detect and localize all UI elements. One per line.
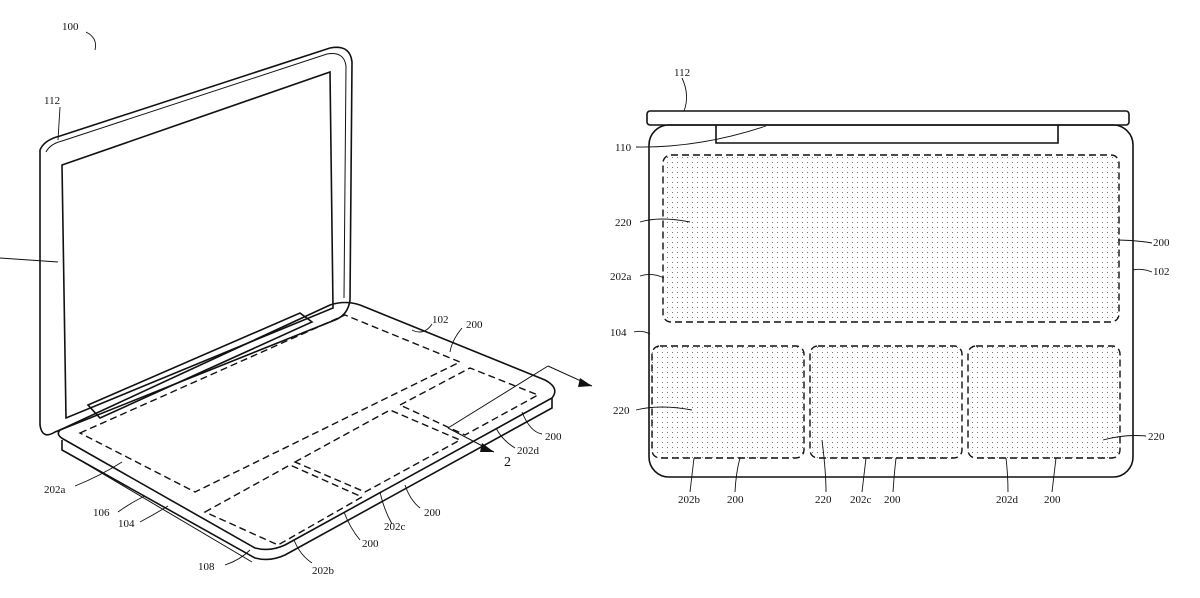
label-220-top: 220 xyxy=(615,217,632,229)
leader-202d-right xyxy=(1005,457,1009,493)
label-200-b: 200 xyxy=(727,494,744,506)
leader-202b-right xyxy=(689,457,695,493)
pattern-fill-top xyxy=(663,155,1119,322)
leader-112-left xyxy=(57,106,61,141)
region-outline-center xyxy=(293,409,462,493)
leader-104 xyxy=(139,505,169,523)
label-200-d: 200 xyxy=(1044,494,1061,506)
region-outline-zone-b xyxy=(651,345,805,459)
label-202c-right: 202c xyxy=(850,494,872,506)
region-outline-right xyxy=(398,367,540,436)
label-112-left: 112 xyxy=(44,95,60,107)
leader-108 xyxy=(224,549,251,566)
leader-202c xyxy=(379,491,393,525)
label-104-left: 104 xyxy=(118,518,135,530)
leader-220-left xyxy=(635,406,693,411)
leader-202b xyxy=(293,539,313,564)
label-202a-right: 202a xyxy=(610,271,632,283)
label-102-left: 102 xyxy=(432,314,449,326)
leader-200-c xyxy=(892,457,897,493)
leader-220-top xyxy=(639,218,691,223)
label-202c-left: 202c xyxy=(384,521,406,533)
display-lid-top-edge xyxy=(646,110,1130,126)
leader-200-bottom xyxy=(343,511,361,541)
label-220-right: 220 xyxy=(1148,431,1165,443)
base-top-surface xyxy=(57,301,556,551)
laptop-top-view: 112 110 220 200 202a 102 104 220 220 202… xyxy=(610,67,1170,506)
label-104-right: 104 xyxy=(610,327,627,339)
label-106: 106 xyxy=(93,507,110,519)
leader-102-right xyxy=(1132,268,1153,273)
pattern-fill-zone-c xyxy=(810,346,962,458)
leader-200-top xyxy=(449,327,463,353)
pattern-fill-zone-d xyxy=(968,346,1120,458)
label-200-mid: 200 xyxy=(424,507,441,519)
label-202a-left: 202a xyxy=(44,484,66,496)
leader-220-mid xyxy=(821,439,827,493)
leader-106 xyxy=(117,495,146,513)
label-202d-right: 202d xyxy=(996,494,1019,506)
leader-112-right xyxy=(681,77,687,112)
leader-200-right xyxy=(1117,239,1153,244)
leader-200-b xyxy=(734,457,741,493)
label-110: 110 xyxy=(615,142,632,154)
leader-100 xyxy=(85,31,97,51)
leader-202a-right xyxy=(639,273,665,279)
leader-102-left xyxy=(411,323,433,333)
section-arrowhead-down xyxy=(480,443,494,452)
label-200-top: 200 xyxy=(466,319,483,331)
base-bottom-lip xyxy=(65,451,253,563)
label-112-right: 112 xyxy=(674,67,690,79)
hinge-recess xyxy=(715,125,1059,144)
region-outline-zone-d xyxy=(967,345,1121,459)
display-screen xyxy=(61,70,334,420)
leader-200-right xyxy=(521,411,543,435)
base-outline xyxy=(648,124,1134,478)
leader-display-side xyxy=(0,257,59,263)
label-202d-left: 202d xyxy=(517,445,540,457)
region-outline-top xyxy=(662,154,1120,323)
label-108: 108 xyxy=(198,561,215,573)
leader-202c-right xyxy=(861,457,867,493)
leader-104-right xyxy=(633,330,651,335)
label-section-2: 2 xyxy=(504,455,511,470)
pattern-fill-zone-b xyxy=(652,346,804,458)
label-102-right: 102 xyxy=(1153,266,1170,278)
leader-200-d xyxy=(1051,457,1057,493)
region-outline-keyboard xyxy=(78,314,462,493)
region-outline-zone-c xyxy=(809,345,963,459)
leader-200-mid xyxy=(404,484,421,509)
base-front-edge xyxy=(61,398,553,561)
leader-220-right xyxy=(1102,435,1147,441)
label-200-bottom: 200 xyxy=(362,538,379,550)
label-100: 100 xyxy=(62,21,79,33)
section-line xyxy=(447,365,549,429)
label-202b-left: 202b xyxy=(312,565,335,577)
display-lid-inner-edge xyxy=(45,53,347,299)
leader-202a xyxy=(74,461,123,487)
label-200-right: 200 xyxy=(545,431,562,443)
label-200-right-top: 200 xyxy=(1153,237,1170,249)
section-arrowhead-right xyxy=(578,378,592,387)
label-200-c: 200 xyxy=(884,494,901,506)
leader-202d xyxy=(495,427,516,449)
leader-110 xyxy=(635,125,767,148)
label-202b-right: 202b xyxy=(678,494,701,506)
laptop-perspective-view: 100 112 102 200 200 2 202d 202a 106 104 … xyxy=(0,21,593,577)
label-220-mid: 220 xyxy=(815,494,832,506)
region-outline-bottom-left xyxy=(203,464,364,546)
display-lid-outline xyxy=(39,46,353,436)
label-220-left: 220 xyxy=(613,405,630,417)
